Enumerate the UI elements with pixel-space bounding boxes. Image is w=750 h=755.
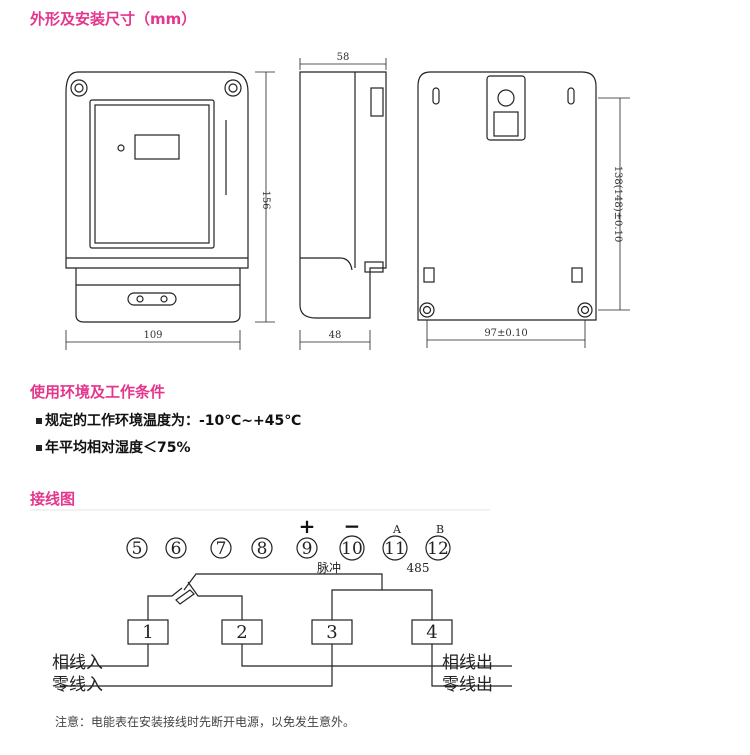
back-hanger-slot xyxy=(493,111,519,137)
safety-note: 注意：电能表在安装接线时先断开电源，以免发生意外。 xyxy=(55,715,356,729)
wire-top-bus xyxy=(183,573,383,591)
front-screw-tr-inner xyxy=(228,83,238,93)
front-seal-hole-right xyxy=(160,295,168,303)
block-label-3: 3 xyxy=(326,622,337,643)
front-seal-hole-left xyxy=(136,295,144,303)
wire-neutral-out xyxy=(431,644,512,687)
wire-phase-in xyxy=(60,644,149,667)
environment-heading: 使用环境及工作条件 xyxy=(30,383,166,401)
side-curve xyxy=(300,257,353,271)
terminal-circle-8 xyxy=(251,537,273,559)
back-width-label: 97±0.10 xyxy=(484,328,527,339)
front-screw-tl xyxy=(70,79,88,97)
front-view xyxy=(65,71,275,350)
back-slot-tr xyxy=(567,87,575,105)
rs485-label: 485 xyxy=(407,561,430,575)
terminal-label-5: 5 xyxy=(132,539,143,559)
rs485-a-label: A xyxy=(392,523,402,536)
neutral-out-label: 零线出 xyxy=(442,675,493,695)
terminal-circle-9 xyxy=(296,537,318,559)
neutral-in-label: 零线入 xyxy=(52,675,103,695)
front-screw-tl-inner xyxy=(74,83,84,93)
front-led xyxy=(117,144,125,152)
rs485-b-label: B xyxy=(436,523,444,536)
phase-out-label: 相线出 xyxy=(442,653,493,673)
front-upper-body xyxy=(65,71,249,269)
pulse-plus-label: + xyxy=(299,514,316,538)
phase-in-label: 相线入 xyxy=(52,653,103,673)
block-label-4: 4 xyxy=(426,622,437,643)
wire-block3-block4 xyxy=(331,589,433,620)
back-clip-bl xyxy=(423,267,435,283)
front-seal-clip xyxy=(127,292,177,306)
condition-temperature-text: 规定的工作环境温度为：-10℃~+45℃ xyxy=(45,413,302,429)
terminal-circle-11 xyxy=(382,535,408,561)
terminal-label-8: 8 xyxy=(257,539,268,559)
front-lower-body xyxy=(75,268,241,323)
wire-switch-right xyxy=(187,581,243,620)
side-top-label: 58 xyxy=(337,52,350,63)
dimensions-heading: 外形及安装尺寸（mm） xyxy=(30,10,197,28)
back-hanger xyxy=(486,75,526,141)
side-bottom-label: 48 xyxy=(329,330,342,341)
condition-temperature: 规定的工作环境温度为：-10℃~+45℃ xyxy=(36,410,301,430)
block-label-1: 1 xyxy=(142,622,153,643)
side-body xyxy=(299,71,387,319)
bullet-square-icon xyxy=(36,418,42,424)
bullet-square-icon xyxy=(36,445,42,451)
front-window xyxy=(89,99,215,249)
wire-neutral-in xyxy=(60,644,333,687)
side-view xyxy=(299,58,387,350)
back-body xyxy=(417,71,597,321)
pulse-minus-label: − xyxy=(344,514,361,538)
terminal-label-9: 9 xyxy=(302,539,313,559)
pulse-label: 脉冲 xyxy=(317,560,341,575)
wire-phase-out xyxy=(241,644,512,667)
back-height-label: 138(148)±0.10 xyxy=(612,166,623,243)
block-label-2: 2 xyxy=(236,622,247,643)
wiring-heading: 接线图 xyxy=(30,490,76,508)
terminal-label-11: 11 xyxy=(384,539,406,559)
back-screw-br-inner xyxy=(580,305,590,315)
terminal-label-10: 10 xyxy=(341,539,363,559)
back-hanger-hole xyxy=(497,89,515,107)
terminal-circle-12 xyxy=(425,535,451,561)
front-window-inner xyxy=(94,104,210,244)
terminal-label-6: 6 xyxy=(171,539,182,559)
back-screw-br xyxy=(577,302,593,318)
side-clip-bottom xyxy=(364,261,384,273)
back-slot-tl xyxy=(432,87,440,105)
wire-switch-left xyxy=(147,587,183,620)
terminal-label-7: 7 xyxy=(216,539,227,559)
terminal-circle-6 xyxy=(165,537,187,559)
side-clip-top xyxy=(370,87,384,117)
front-height-label: 156 xyxy=(260,190,271,209)
front-screw-tr xyxy=(224,79,242,97)
switch-contact xyxy=(175,589,195,605)
condition-humidity-text: 年平均相对湿度＜75% xyxy=(45,440,191,456)
terminal-label-12: 12 xyxy=(427,539,449,559)
front-display xyxy=(134,134,180,160)
terminal-circle-7 xyxy=(210,537,232,559)
back-view xyxy=(417,71,630,348)
condition-humidity: 年平均相对湿度＜75% xyxy=(36,437,191,457)
back-clip-br xyxy=(571,267,583,283)
back-screw-bl xyxy=(419,302,435,318)
terminal-circle-10 xyxy=(339,535,365,561)
front-width-label: 109 xyxy=(143,330,162,341)
wiring-diagram xyxy=(30,509,512,687)
back-screw-bl-inner xyxy=(422,305,432,315)
terminal-circle-5 xyxy=(126,537,148,559)
